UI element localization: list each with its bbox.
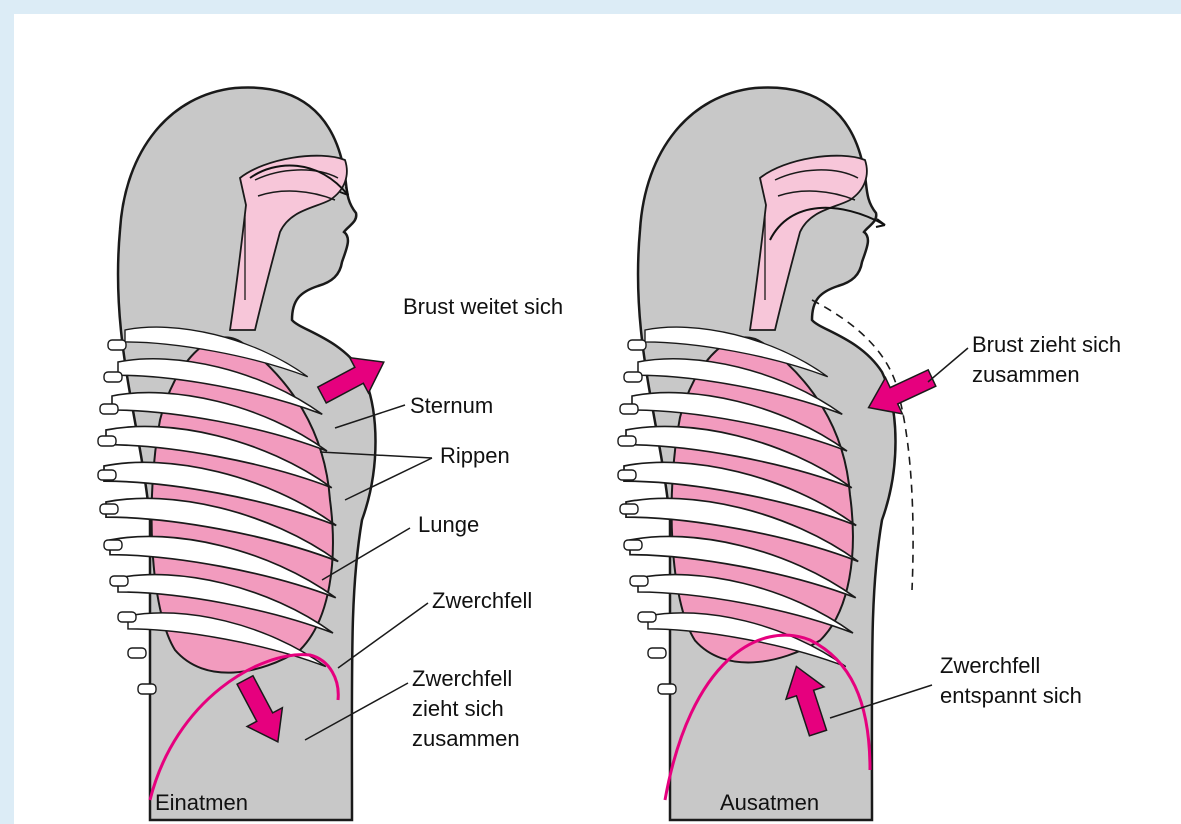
label-rippen: Rippen [440,443,510,468]
caption-ausatmen: Ausatmen [720,790,819,815]
label-lunge: Lunge [418,512,479,537]
label-zwerchfell: Zwerchfell [432,588,532,613]
inhale-figure: Brust weitet sich Sternum Rippen Lunge Z… [98,87,563,820]
diagram-frame: Brust weitet sich Sternum Rippen Lunge Z… [14,14,1181,824]
label-sternum: Sternum [410,393,493,418]
caption-einatmen: Einatmen [155,790,248,815]
label-zwerchfell-entspannt-1: Zwerchfell [940,653,1040,678]
label-zwerchfell-action-1: Zwerchfell [412,666,512,691]
exhale-figure: Brust zieht sich zusammen Zwerchfell ent… [618,87,1121,820]
label-brust-zieht-1: Brust zieht sich [972,332,1121,357]
label-zwerchfell-entspannt-2: entspannt sich [940,683,1082,708]
label-brust-zieht-2: zusammen [972,362,1080,387]
label-zwerchfell-action-3: zusammen [412,726,520,751]
label-brust-weitet: Brust weitet sich [403,294,563,319]
breathing-diagram: Brust weitet sich Sternum Rippen Lunge Z… [14,14,1181,824]
label-zwerchfell-action-2: zieht sich [412,696,504,721]
